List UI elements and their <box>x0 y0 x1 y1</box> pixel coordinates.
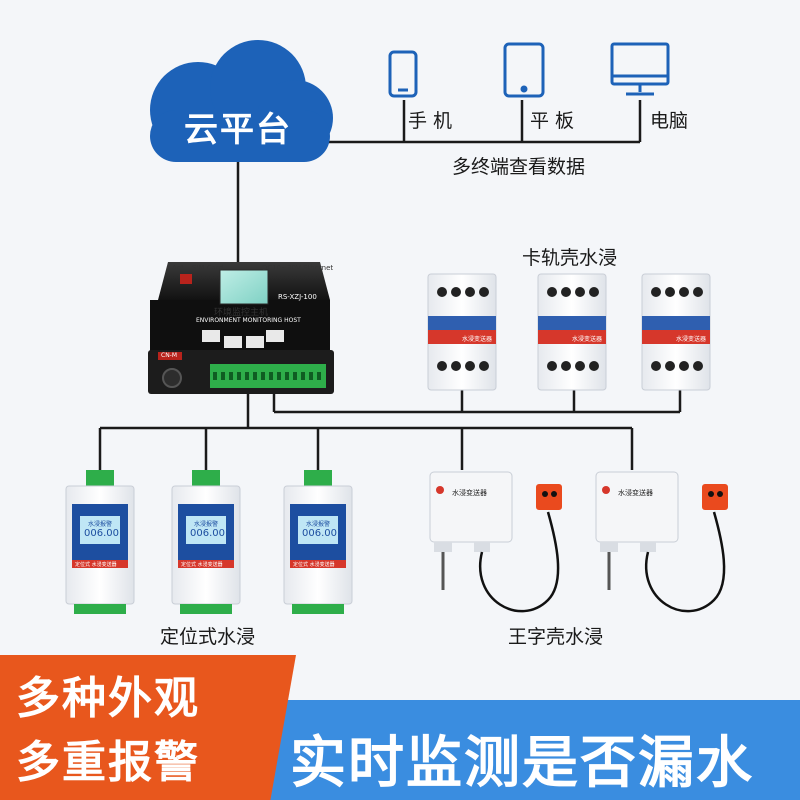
terminals-caption: 多终端查看数据 <box>452 156 586 178</box>
host-subtitle: ENVIRONMENT MONITORING HOST <box>196 317 301 324</box>
banner-line-2: 多重报警 <box>16 737 200 788</box>
wangzi-sensor-2-tag: 水浸变送器 <box>618 489 653 497</box>
rail-sensor-2 <box>537 273 607 391</box>
computer-icon <box>610 42 670 96</box>
banner-feature-panel <box>0 655 262 800</box>
host-top-label-ant: Ant <box>172 264 184 272</box>
monitoring-host-device <box>148 262 334 394</box>
wangzi-group-label: 王字壳水浸 <box>508 626 604 648</box>
tablet-icon <box>503 42 545 98</box>
wangzi-sensor-1 <box>429 471 562 613</box>
rail-group-label: 卡轨壳水浸 <box>522 247 618 269</box>
rail-sensor-1-tag: 水浸变送器 <box>462 336 493 343</box>
wangzi-sensor-1-tag: 水浸变送器 <box>452 489 487 497</box>
position-sensor-1-tag: 定位式 水浸变送器 <box>75 562 117 568</box>
position-sensor-3 <box>283 470 353 614</box>
position-sensor-2 <box>171 470 241 614</box>
rail-sensor-1 <box>427 273 497 391</box>
position-sensor-2-tag: 定位式 水浸变送器 <box>181 562 223 568</box>
position-sensor-1-value: 006.00 <box>84 528 119 539</box>
wangzi-sensor-2 <box>595 471 728 613</box>
banner-slogan-panel <box>256 700 800 800</box>
position-sensor-2-screen-title: 水浸报警 <box>194 521 219 528</box>
phone-icon <box>388 50 418 98</box>
rail-sensor-2-tag: 水浸变送器 <box>572 336 603 343</box>
host-top-label-power: DC10~30V Ethernet <box>262 264 334 272</box>
host-top-label-sim: SIM Card <box>192 264 224 272</box>
banner-line-1: 多种外观 <box>16 673 200 724</box>
position-group-label: 定位式水浸 <box>160 626 256 648</box>
position-sensor-3-value: 006.00 <box>302 528 337 539</box>
position-sensor-3-screen-title: 水浸报警 <box>306 521 331 528</box>
host-panel-title: 环境监控主机 <box>214 308 269 318</box>
position-sensor-1 <box>65 470 135 614</box>
tablet-label: 平 板 <box>530 110 575 132</box>
rail-sensor-3-tag: 水浸变送器 <box>676 336 707 343</box>
position-sensor-1-screen-title: 水浸报警 <box>88 521 113 528</box>
position-sensor-2-value: 006.00 <box>190 528 225 539</box>
phone-label: 手 机 <box>408 110 453 132</box>
host-model: RS-XZJ-100 <box>278 293 317 301</box>
connection-lines <box>98 100 682 478</box>
host-port-label: CN-M <box>161 352 178 359</box>
banner-slogan: 实时监测是否漏水 <box>290 731 754 796</box>
cloud-label: 云平台 <box>184 110 292 150</box>
rail-sensor-3 <box>641 273 711 391</box>
pc-label: 电脑 <box>650 110 689 132</box>
cloud-icon <box>150 40 333 162</box>
position-sensor-3-tag: 定位式 水浸变送器 <box>293 562 335 568</box>
